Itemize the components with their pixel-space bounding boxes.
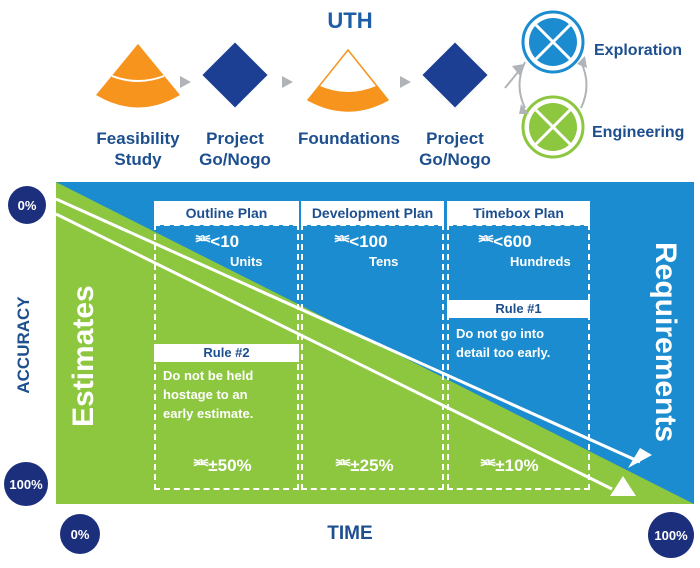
outline-plan-precision: ⎃±50% <box>194 456 252 475</box>
timebox-plan-unit: Hundreds <box>510 254 571 269</box>
y-axis-bottom-marker: 100% <box>4 462 48 506</box>
timebox-plan-title: Timebox Plan <box>447 201 590 225</box>
flow-arrow-icon <box>400 76 411 88</box>
flow-arrow-icon <box>282 76 293 88</box>
x-axis-right-marker: 100% <box>648 512 694 558</box>
y-axis-top-marker: 0% <box>8 186 46 224</box>
requirements-label: Requirements <box>649 242 682 443</box>
x-axis-label: TIME <box>327 523 373 544</box>
gonogo-diamond-icon <box>202 42 268 108</box>
exploration-icon <box>521 10 585 74</box>
development-plan-precision: ⎃±25% <box>336 456 394 475</box>
foundations-cone-icon <box>306 48 390 112</box>
exploration-label: Exploration <box>594 42 683 59</box>
development-plan-title: Development Plan <box>301 201 444 225</box>
gonogo-diamond-icon <box>422 42 488 108</box>
engineering-icon <box>521 95 585 159</box>
trend-arrow-icon <box>628 448 652 468</box>
engineering-label: Engineering <box>592 124 685 141</box>
cycle-arrow-icon <box>518 61 526 109</box>
timebox-plan-size: ⎃<600 <box>479 232 532 251</box>
y-axis-label: ACCURACY <box>14 296 33 394</box>
scale-icon: ⎃ <box>336 456 351 475</box>
timebox-plan-precision: ⎃±10% <box>481 456 539 475</box>
outline-plan-size: ⎃<10 <box>196 232 240 251</box>
development-plan-unit: Tens <box>369 254 399 269</box>
scale-icon: ⎃ <box>194 456 209 475</box>
phase-label-foundations: Foundations <box>298 129 400 148</box>
rule1-title: Rule #1 <box>447 300 590 318</box>
scale-icon: ⎃ <box>479 232 494 251</box>
estimates-label: Estimates <box>67 285 100 427</box>
rule2-title: Rule #2 <box>154 344 299 362</box>
outline-plan-unit: Units <box>230 254 263 269</box>
scale-icon: ⎃ <box>335 232 350 251</box>
flow-arrow-icon <box>180 76 191 88</box>
timebox-plan-box <box>447 224 590 490</box>
trend-arrow-icon <box>610 476 636 496</box>
diagram-title: UTH <box>327 8 373 33</box>
scale-icon: ⎃ <box>196 232 211 251</box>
process-flow <box>96 10 588 159</box>
feasibility-cone-icon <box>96 44 180 108</box>
outline-plan-title: Outline Plan <box>154 201 299 225</box>
x-axis-left-marker: 0% <box>60 514 100 554</box>
development-plan-size: ⎃<100 <box>335 232 388 251</box>
development-plan-box <box>301 224 444 490</box>
scale-icon: ⎃ <box>481 456 496 475</box>
